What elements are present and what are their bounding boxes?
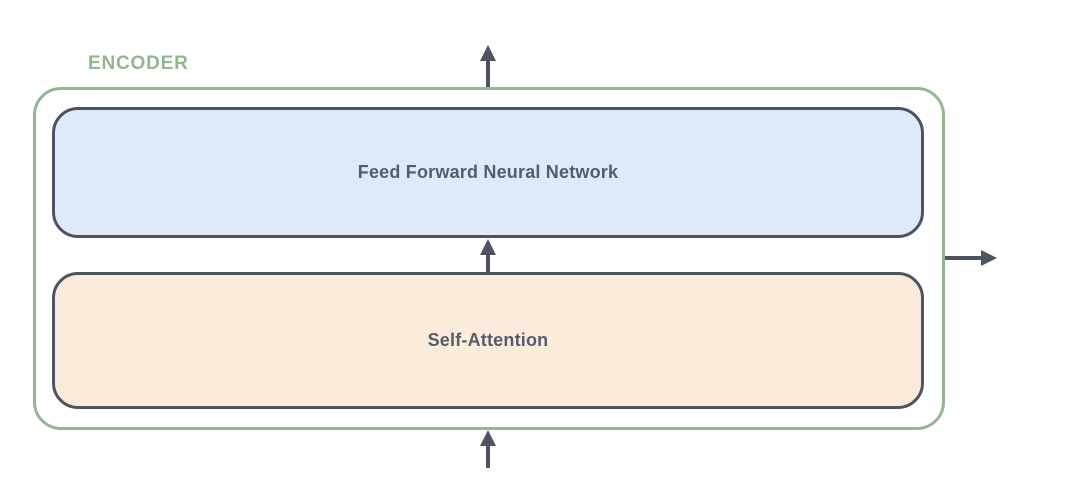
input-arrow-icon xyxy=(477,430,499,468)
between-blocks-arrow-icon xyxy=(477,239,499,273)
self-attention-label: Self-Attention xyxy=(427,330,549,350)
self-attention-block: Self-Attention xyxy=(52,272,924,409)
feed-forward-label: Feed Forward Neural Network xyxy=(357,162,619,182)
feed-forward-block: Feed Forward Neural Network xyxy=(52,107,924,238)
output-right-arrow-icon xyxy=(945,247,997,269)
output-top-arrow-icon xyxy=(477,45,499,87)
encoder-label: ENCODER xyxy=(88,53,189,74)
